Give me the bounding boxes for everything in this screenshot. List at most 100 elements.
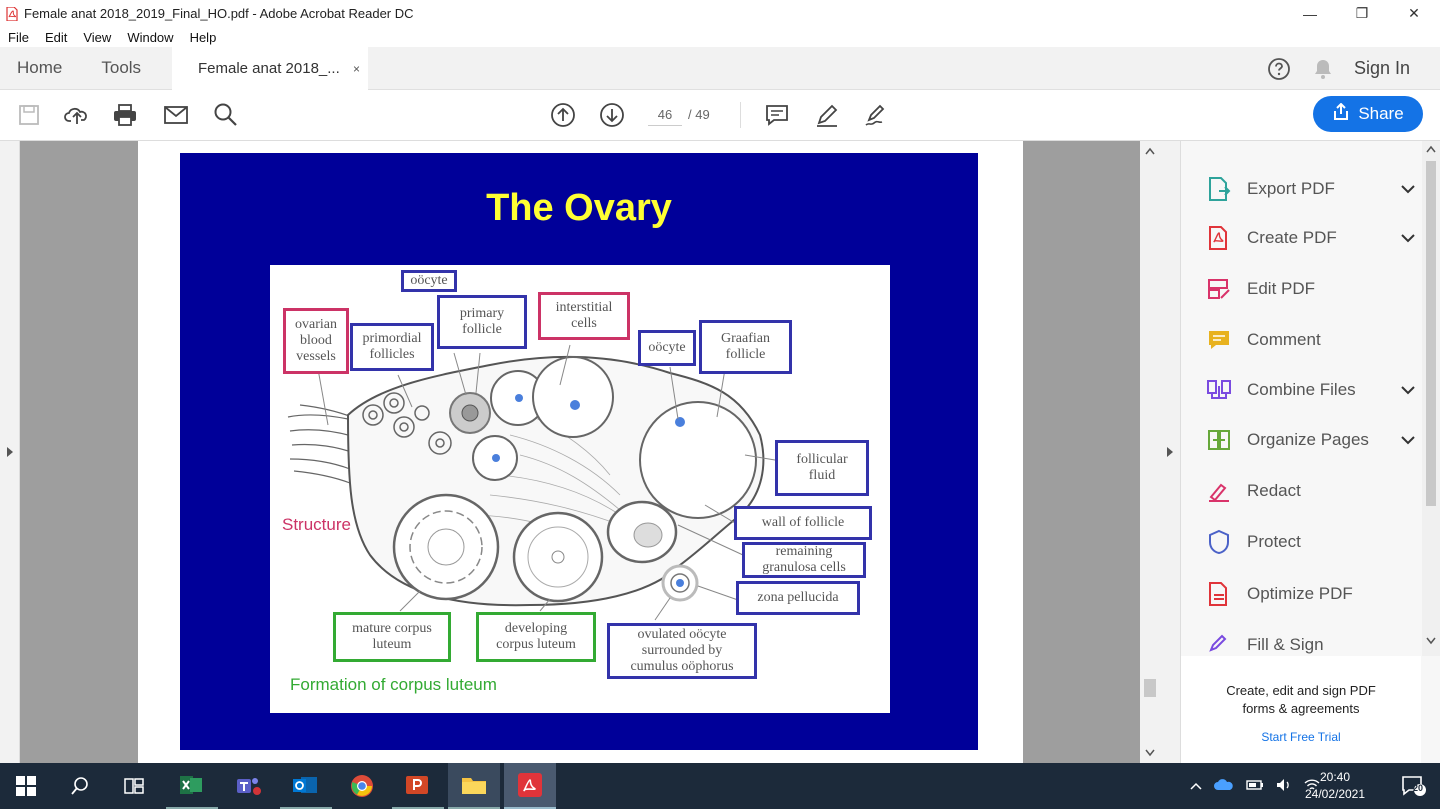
onedrive-icon[interactable]: [1214, 778, 1234, 794]
slide-title: The Ovary: [486, 187, 672, 229]
ovary-illustration: [287, 344, 776, 621]
upload-cloud-icon[interactable]: [62, 100, 92, 130]
tool-create-pdf[interactable]: Create PDF: [1205, 223, 1415, 253]
expand-left-icon: [7, 447, 13, 457]
right-pane-toggle[interactable]: [1160, 141, 1180, 763]
taskbar-clock[interactable]: 20:40 24/02/2021: [1300, 769, 1370, 803]
tools-panel: Export PDF Create PDF Edit PDF Comment C…: [1180, 141, 1440, 763]
slide: The Ovary: [180, 153, 978, 750]
menu-file[interactable]: File: [8, 29, 29, 45]
search-icon[interactable]: [211, 100, 241, 130]
help-icon[interactable]: [1266, 56, 1292, 82]
minimize-button[interactable]: —: [1303, 5, 1317, 22]
tool-protect[interactable]: Protect: [1205, 527, 1415, 557]
label-zona-pellucida: zona pellucida: [736, 581, 860, 615]
chevron-down-icon[interactable]: [1401, 230, 1415, 246]
label-ovulated-oocyte: ovulated oöcyte surrounded by cumulus oö…: [607, 623, 757, 679]
task-view-icon[interactable]: [108, 763, 160, 809]
scroll-down-icon: [1426, 637, 1436, 645]
label-remaining-granulosa: remaining granulosa cells: [742, 542, 866, 578]
tab-home[interactable]: Home: [17, 58, 63, 77]
label-graafian-follicle: Graafian follicle: [699, 320, 792, 374]
label-developing-corpus-luteum: developing corpus luteum: [476, 612, 596, 662]
optimize-pdf-icon: [1205, 580, 1233, 608]
tool-label: Edit PDF: [1247, 279, 1316, 298]
acrobat-file-icon: [6, 5, 18, 22]
close-tab-icon[interactable]: ×: [352, 61, 360, 76]
share-icon: [1332, 102, 1350, 126]
notification-bell-icon[interactable]: [1312, 57, 1334, 81]
pdf-page: The Ovary: [138, 141, 1023, 763]
label-follicular-fluid: follicular fluid: [775, 440, 869, 496]
powerpoint-app-icon[interactable]: [392, 763, 444, 809]
tools-scrollbar-thumb[interactable]: [1426, 161, 1436, 506]
notification-center-icon[interactable]: 20: [1388, 763, 1440, 809]
print-icon[interactable]: [110, 100, 140, 130]
sign-in-link[interactable]: Sign In: [1353, 58, 1410, 78]
excel-app-icon[interactable]: [166, 763, 218, 809]
label-wall-of-follicle: wall of follicle: [734, 506, 872, 540]
taskbar-search-icon[interactable]: [54, 763, 106, 809]
left-pane-toggle[interactable]: [0, 141, 20, 763]
page-number-input[interactable]: 46: [648, 104, 682, 126]
toolbar-divider: [740, 102, 741, 128]
previous-page-icon[interactable]: [548, 100, 578, 130]
menu-view[interactable]: View: [83, 29, 112, 45]
pen-highlight-icon[interactable]: [812, 100, 842, 130]
share-button[interactable]: Share: [1313, 96, 1423, 132]
start-free-trial-link[interactable]: Start Free Trial: [1261, 730, 1341, 744]
tool-optimize-pdf[interactable]: Optimize PDF: [1205, 579, 1415, 609]
tab-document[interactable]: Female anat 2018_... ×: [172, 47, 368, 90]
document-viewer[interactable]: The Ovary: [0, 141, 1160, 763]
menu-help[interactable]: Help: [189, 29, 217, 45]
protect-icon: [1205, 528, 1233, 556]
collapse-right-icon: [1167, 447, 1173, 457]
volume-icon[interactable]: [1276, 778, 1292, 795]
tools-panel-scrollbar[interactable]: [1422, 141, 1440, 656]
label-primary-follicle: primary follicle: [437, 295, 527, 349]
maximize-button[interactable]: ❐: [1355, 5, 1369, 21]
comment-bubble-icon[interactable]: [762, 100, 792, 130]
scrollbar-thumb[interactable]: [1144, 679, 1156, 697]
chevron-down-icon[interactable]: [1401, 432, 1415, 448]
page-total: / 49: [688, 107, 710, 122]
document-scrollbar[interactable]: [1140, 141, 1160, 763]
email-icon[interactable]: [161, 100, 191, 130]
windows-start-icon[interactable]: [0, 763, 52, 809]
file-explorer-app-icon[interactable]: [448, 763, 500, 809]
acrobat-app-icon[interactable]: [504, 763, 556, 809]
label-interstitial-cells: interstitial cells: [538, 292, 630, 340]
organize-pages-icon: [1205, 426, 1233, 454]
menu-edit[interactable]: Edit: [44, 29, 68, 45]
battery-icon[interactable]: [1246, 779, 1264, 794]
system-tray: [1190, 763, 1320, 809]
tool-label: Fill & Sign: [1247, 635, 1324, 654]
tool-label: Optimize PDF: [1247, 584, 1353, 603]
tool-fill-sign[interactable]: Fill & Sign: [1205, 630, 1415, 656]
tool-combine-files[interactable]: Combine Files: [1205, 375, 1415, 405]
teams-app-icon[interactable]: [222, 763, 274, 809]
comment-icon: [1205, 326, 1233, 354]
save-icon[interactable]: [14, 100, 44, 130]
notification-count: 20: [1413, 783, 1424, 793]
chrome-app-icon[interactable]: [336, 763, 388, 809]
label-ovarian-blood-vessels: ovarian blood vessels: [283, 308, 349, 374]
tool-organize-pages[interactable]: Organize Pages: [1205, 425, 1415, 455]
tab-bar: Home Tools Female anat 2018_... × Sign I…: [0, 47, 1440, 90]
tool-comment[interactable]: Comment: [1205, 325, 1415, 355]
tab-tools[interactable]: Tools: [101, 58, 142, 77]
outlook-app-icon[interactable]: [280, 763, 332, 809]
chevron-down-icon[interactable]: [1401, 382, 1415, 398]
tray-chevron-up-icon[interactable]: [1190, 779, 1202, 793]
tool-export-pdf[interactable]: Export PDF: [1205, 174, 1415, 204]
menu-window[interactable]: Window: [127, 29, 174, 45]
wifi-icon[interactable]: [1304, 778, 1320, 795]
label-oocyte-right: oöcyte: [638, 330, 696, 366]
tool-redact[interactable]: Redact: [1205, 476, 1415, 506]
close-button[interactable]: ✕: [1408, 5, 1420, 21]
fill-sign-pen-icon[interactable]: [861, 100, 891, 130]
next-page-icon[interactable]: [597, 100, 627, 130]
tool-edit-pdf[interactable]: Edit PDF: [1205, 274, 1415, 304]
chevron-down-icon[interactable]: [1401, 181, 1415, 197]
edit-pdf-icon: [1205, 275, 1233, 303]
